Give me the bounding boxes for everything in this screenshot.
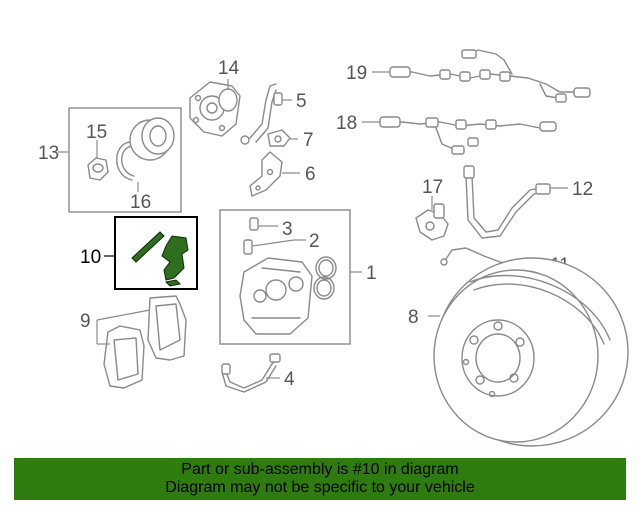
callout-10: 10 — [80, 247, 101, 268]
info-banner: Part or sub-assembly is #10 in diagram D… — [14, 458, 626, 500]
callout-17: 17 — [422, 177, 443, 198]
callout-2: 2 — [309, 231, 320, 252]
callout-19: 19 — [346, 63, 367, 84]
pad-hardware-kit-part — [131, 231, 189, 287]
leader-9c — [96, 309, 151, 321]
callout-7: 7 — [303, 130, 314, 151]
leader-2b — [251, 239, 295, 247]
callout-1: 1 — [366, 263, 377, 284]
banner-line-1: Part or sub-assembly is #10 in diagram — [181, 461, 459, 478]
callout-9: 9 — [80, 311, 91, 332]
highlight-frame-10 — [114, 216, 198, 290]
callout-16: 16 — [130, 192, 151, 213]
callout-13: 13 — [38, 143, 59, 164]
caliper-part — [239, 257, 313, 335]
snap-ring-16-part — [116, 141, 135, 181]
brake-pads-part — [103, 295, 187, 389]
hub-carrier-part — [189, 81, 241, 137]
wear-sensor-18-part — [379, 116, 557, 155]
banner-line-2: Diagram may not be specific to your vehi… — [165, 479, 475, 496]
brake-line-4-part — [221, 353, 281, 393]
brake-rotor-part — [433, 257, 629, 447]
bracket-6-part — [249, 151, 283, 197]
callout-3: 3 — [282, 219, 293, 240]
callout-18: 18 — [336, 113, 357, 134]
axle-nut-15-part — [87, 157, 109, 181]
clip-7-part — [267, 129, 291, 147]
callout-6: 6 — [305, 164, 316, 185]
callout-12: 12 — [572, 179, 593, 200]
callout-15: 15 — [86, 122, 107, 143]
wear-sensor-19-part — [389, 49, 591, 103]
brake-hose-12-part — [463, 165, 551, 239]
abs-sensor-17-part — [415, 203, 449, 241]
brake-hose-5-part — [240, 83, 283, 145]
seals-part — [313, 256, 337, 300]
callout-4: 4 — [284, 369, 295, 390]
callout-8: 8 — [408, 307, 419, 328]
caliper-group-frame — [219, 209, 351, 345]
bearing-group-frame — [68, 107, 182, 213]
bleeder-3-part — [243, 217, 259, 255]
callout-14: 14 — [218, 58, 240, 79]
wheel-bearing-part — [129, 117, 175, 161]
callout-5: 5 — [296, 91, 307, 112]
